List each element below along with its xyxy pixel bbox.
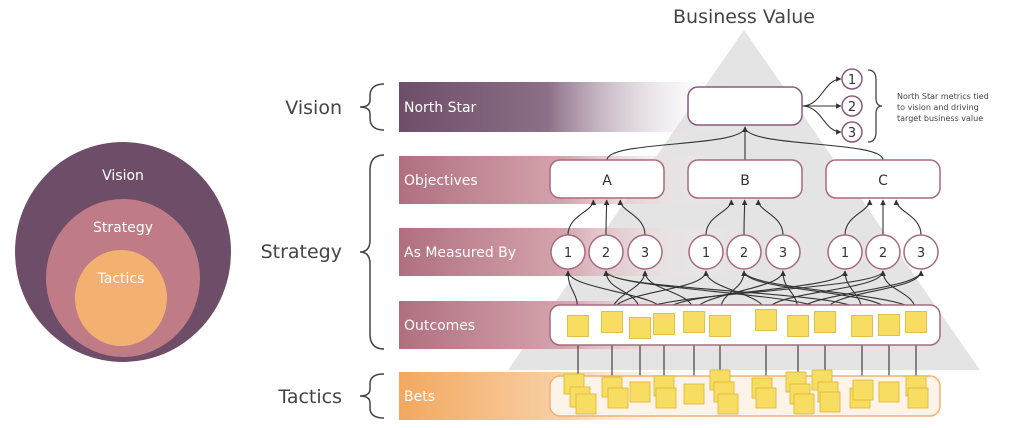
sticky-notes xyxy=(563,309,929,415)
brace-tactics xyxy=(359,373,385,419)
sticky-note xyxy=(709,315,731,337)
metric-to-objective-arrow xyxy=(844,199,873,236)
metric-label: 1 xyxy=(841,246,849,261)
metric-circle xyxy=(827,234,863,270)
sticky-note xyxy=(655,387,677,409)
brace-vision xyxy=(359,83,385,131)
metric-label: 1 xyxy=(702,246,710,261)
metric-circles: 1 2 3 1 2 3 1 2 3 xyxy=(550,234,939,270)
sticky-note xyxy=(629,317,651,339)
sticky-note xyxy=(814,311,836,333)
sticky-note xyxy=(567,315,589,337)
north-star-metric-circle xyxy=(841,68,863,90)
sticky-note xyxy=(717,393,739,415)
band-label-outcomes: Outcomes xyxy=(404,318,475,334)
note-line-1: North Star metrics tied xyxy=(897,92,989,101)
metric-to-objective-arrow xyxy=(755,199,784,236)
north-star-metric-circle xyxy=(841,95,863,117)
objective-label-b: B xyxy=(740,173,750,189)
sticky-note xyxy=(878,314,900,336)
sticky-note xyxy=(755,309,777,331)
north-star-metric-label: 3 xyxy=(848,126,856,141)
note-brace xyxy=(867,69,883,143)
nested-circles: Vision Strategy Tactics xyxy=(15,142,231,362)
sticky-note xyxy=(905,311,927,333)
metric-label: 3 xyxy=(779,246,787,261)
circle-label-vision: Vision xyxy=(102,168,144,184)
metric-circle xyxy=(903,234,939,270)
tactics-circle xyxy=(75,250,167,346)
north-star-metric-arrow xyxy=(801,105,842,135)
metric-label: 3 xyxy=(641,246,649,261)
note-line-2: to vision and driving xyxy=(897,103,979,112)
metric-circle xyxy=(688,234,724,270)
objective-label-a: A xyxy=(602,173,612,189)
objective-box xyxy=(825,159,941,199)
metric-to-objective-arrow xyxy=(603,199,610,236)
sticky-note xyxy=(755,387,777,409)
objective-box xyxy=(549,159,665,199)
brace-strategy xyxy=(359,154,385,350)
sticky-note xyxy=(819,391,841,413)
circle-label-strategy: Strategy xyxy=(93,220,153,236)
objective-box xyxy=(687,159,803,199)
sticky-note xyxy=(683,383,705,405)
band-label-measured-by: As Measured By xyxy=(404,245,516,261)
metric-to-objective-arrow xyxy=(705,199,735,236)
objective-boxes: A B C xyxy=(549,159,941,199)
band-label-bets: Bets xyxy=(404,389,435,405)
sticky-note xyxy=(653,313,675,335)
diagram-title: Business Value xyxy=(673,6,815,28)
objective-to-north-star-arrow xyxy=(606,126,748,161)
metric-label: 2 xyxy=(879,246,887,261)
level-label-tactics: Tactics xyxy=(277,386,342,408)
band-north-star xyxy=(399,82,729,132)
sticky-note xyxy=(601,311,623,333)
metric-to-objective-arrow xyxy=(893,199,922,236)
north-star-metric-label: 2 xyxy=(848,100,856,115)
note-line-3: target business value xyxy=(897,114,983,123)
metric-circle xyxy=(865,234,901,270)
circle-label-tactics: Tactics xyxy=(97,271,145,287)
metric-circle xyxy=(588,234,624,270)
north-star-metric-arrow xyxy=(801,76,842,107)
sticky-note xyxy=(793,393,815,415)
metric-circle xyxy=(726,234,762,270)
sticky-note xyxy=(851,315,873,337)
metric-to-objective-arrow xyxy=(741,199,748,236)
metric-circle xyxy=(627,234,663,270)
north-star-metric-label: 1 xyxy=(848,73,856,88)
metric-circle xyxy=(765,234,801,270)
north-star-metric-circle xyxy=(841,121,863,143)
metric-label: 2 xyxy=(740,246,748,261)
sticky-note xyxy=(907,387,929,409)
objective-label-c: C xyxy=(878,173,888,189)
sticky-note xyxy=(607,387,629,409)
metric-to-objective-arrow xyxy=(567,199,597,236)
level-label-vision: Vision xyxy=(285,97,342,119)
objective-to-north-star-arrow xyxy=(742,126,884,161)
sticky-note xyxy=(852,379,874,401)
north-star-box xyxy=(687,86,803,126)
level-label-strategy: Strategy xyxy=(261,241,342,263)
north-star-metrics: 1 2 3 xyxy=(841,68,863,143)
metric-circle xyxy=(550,234,586,270)
sticky-note xyxy=(787,315,809,337)
sticky-note xyxy=(878,381,900,403)
band-label-north-star: North Star xyxy=(404,100,477,116)
sticky-note xyxy=(683,311,705,333)
sticky-note xyxy=(629,381,651,403)
metric-label: 2 xyxy=(602,246,610,261)
band-label-objectives: Objectives xyxy=(404,173,478,189)
sticky-note xyxy=(575,393,597,415)
metric-label: 3 xyxy=(917,246,925,261)
metric-to-objective-arrow xyxy=(617,199,646,236)
metric-label: 1 xyxy=(564,246,572,261)
